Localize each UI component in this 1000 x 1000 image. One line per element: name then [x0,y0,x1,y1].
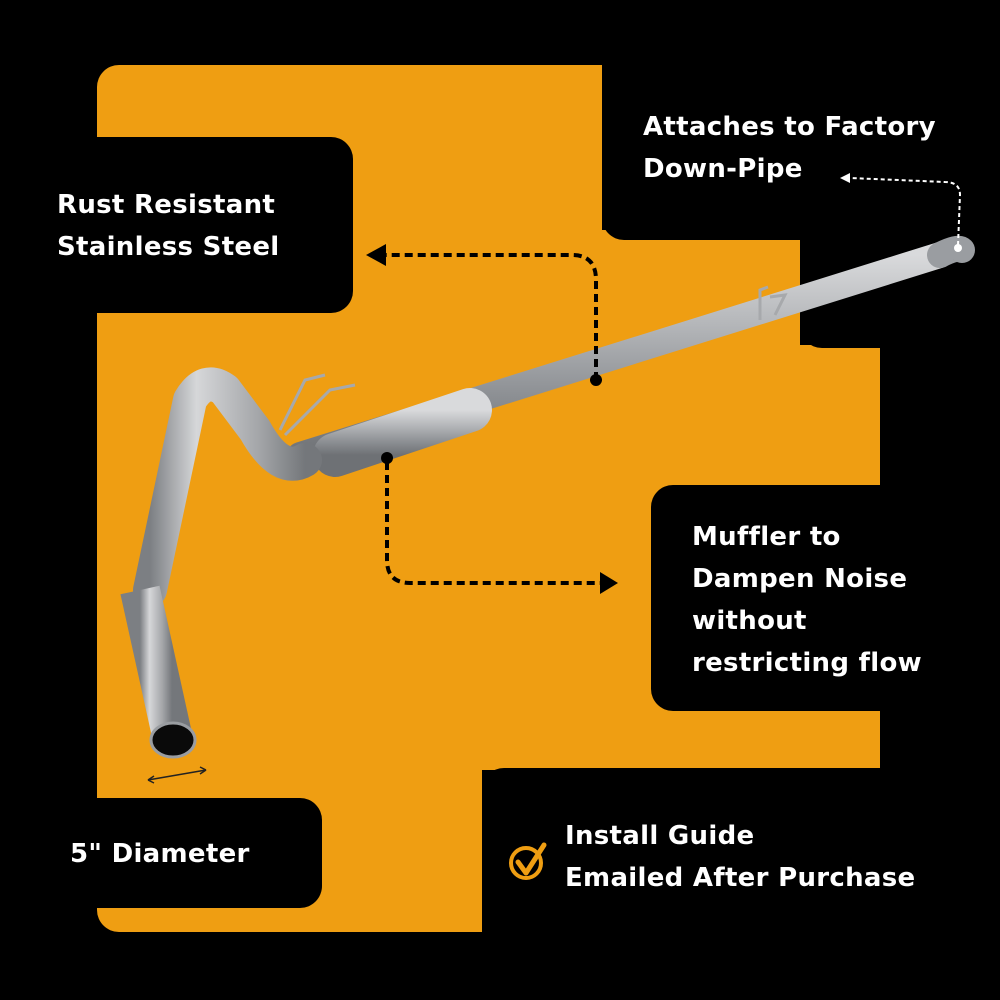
rust-box [0,137,353,313]
diameter-arrow-icon [147,766,207,784]
downpipe-connector-arrow [840,173,962,252]
pipe-body [120,235,975,759]
check-circle-icon [509,842,547,880]
rust-callout-text: Rust Resistant Stainless Steel [57,190,280,262]
rust-connector-arrow [366,244,602,386]
diameter-callout-text: 5" Diameter [70,839,250,869]
diameter-box [0,798,322,908]
install-box [482,768,1000,1000]
muffler-connector-arrow [381,452,618,594]
muffler-callout-text: Muffler to Dampen Noise without restrict… [692,522,922,678]
muffler-box [651,485,1000,711]
attaches-callout-text: Attaches to Factory Down-Pipe [643,112,936,184]
attaches-box [602,0,1000,240]
